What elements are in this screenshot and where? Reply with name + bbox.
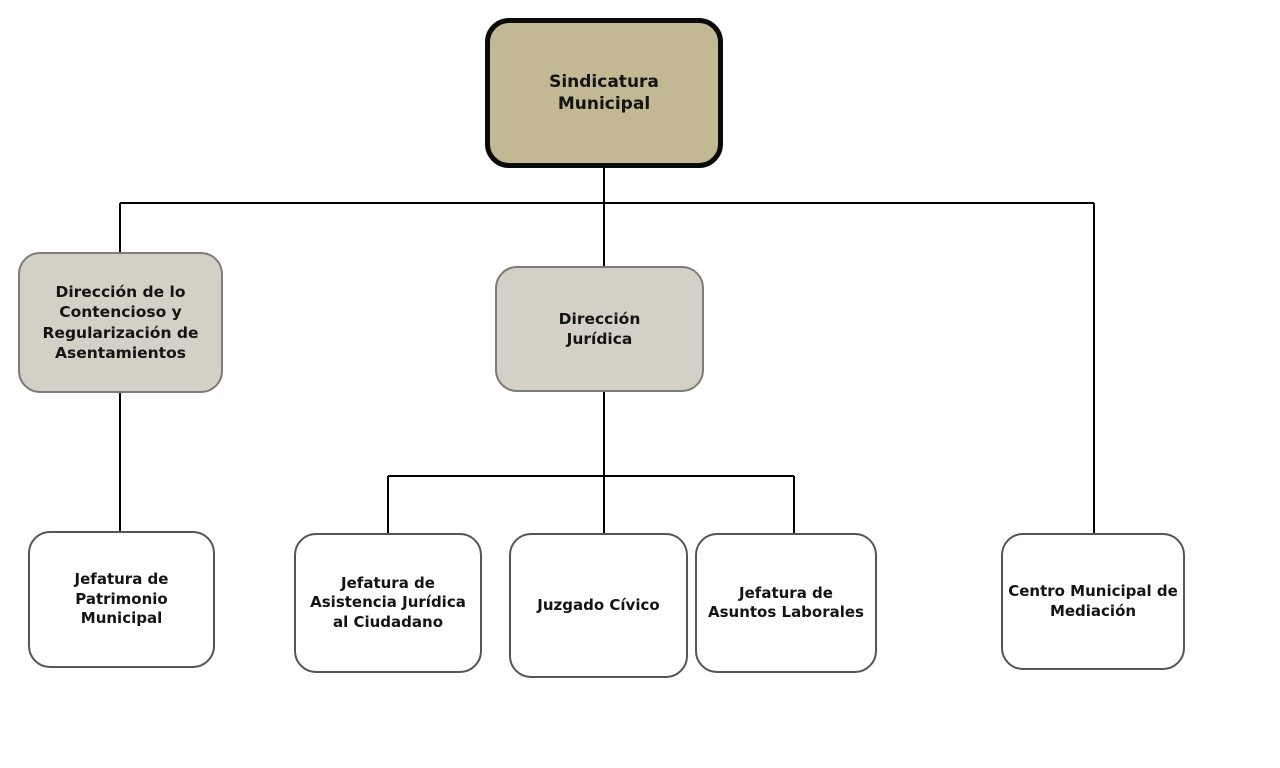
node-juzgado-civico[interactable]: Juzgado Cívico (509, 533, 688, 678)
node-label: Juzgado Cívico (537, 595, 660, 614)
